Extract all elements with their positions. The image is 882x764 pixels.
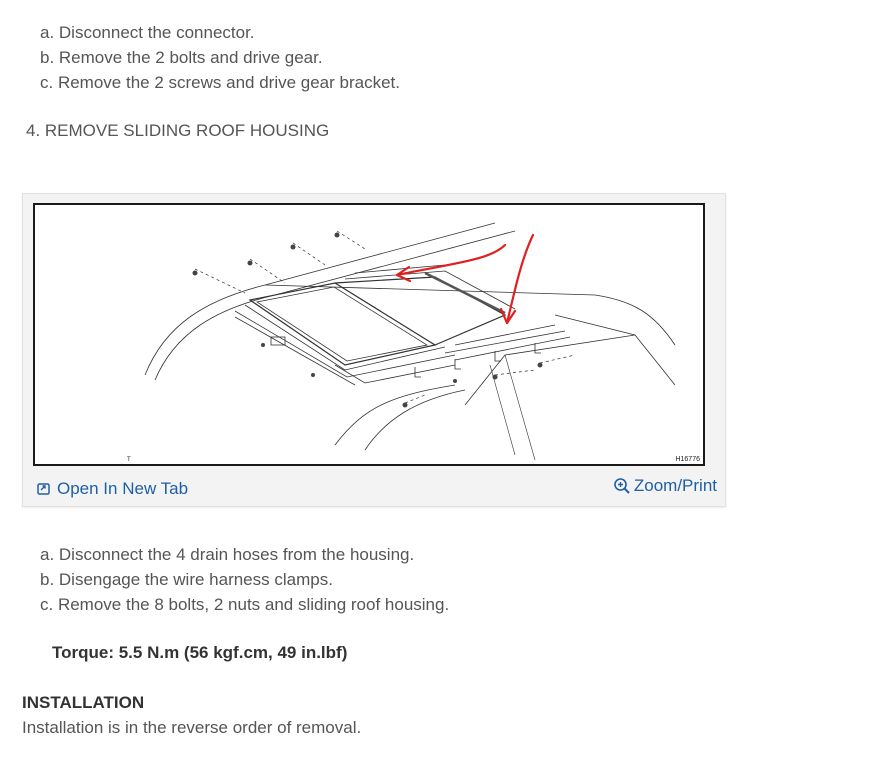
- step-item: c. Remove the 2 screws and drive gear br…: [40, 73, 400, 92]
- installation-heading: INSTALLATION: [22, 693, 145, 712]
- sliding-roof-diagram: T H16776: [33, 203, 705, 466]
- roof-illustration: [144, 222, 676, 461]
- installation-text: Installation is in the reverse order of …: [22, 718, 362, 737]
- figure-card: T H16776 Open In New Tab Zoom/Print: [22, 193, 726, 507]
- step-item: c. Remove the 8 bolts, 2 nuts and slidin…: [40, 595, 450, 614]
- torque-spec: Torque: 5.5 N.m (56 kgf.cm, 49 in.lbf): [52, 643, 348, 662]
- figure-corner-mark: T: [127, 457, 131, 463]
- zoom-in-icon: [614, 478, 630, 494]
- open-in-new-tab-link[interactable]: Open In New Tab: [37, 479, 188, 499]
- external-link-icon: [37, 483, 50, 495]
- figure-code: H16776: [675, 456, 700, 463]
- step-list-bottom: a. Disconnect the 4 drain hoses from the…: [40, 542, 449, 617]
- step-list-top: a. Disconnect the connector. b. Remove t…: [40, 20, 400, 95]
- zoom-print-link[interactable]: Zoom/Print: [613, 476, 717, 496]
- step-item: a. Disconnect the connector.: [40, 23, 255, 42]
- open-in-new-tab-label: Open In New Tab: [57, 479, 189, 498]
- section-heading: 4. REMOVE SLIDING ROOF HOUSING: [26, 121, 330, 140]
- step-item: b. Disengage the wire harness clamps.: [40, 570, 333, 589]
- step-item: a. Disconnect the 4 drain hoses from the…: [40, 545, 415, 564]
- zoom-print-label: Zoom/Print: [633, 476, 717, 495]
- step-item: b. Remove the 2 bolts and drive gear.: [40, 48, 323, 67]
